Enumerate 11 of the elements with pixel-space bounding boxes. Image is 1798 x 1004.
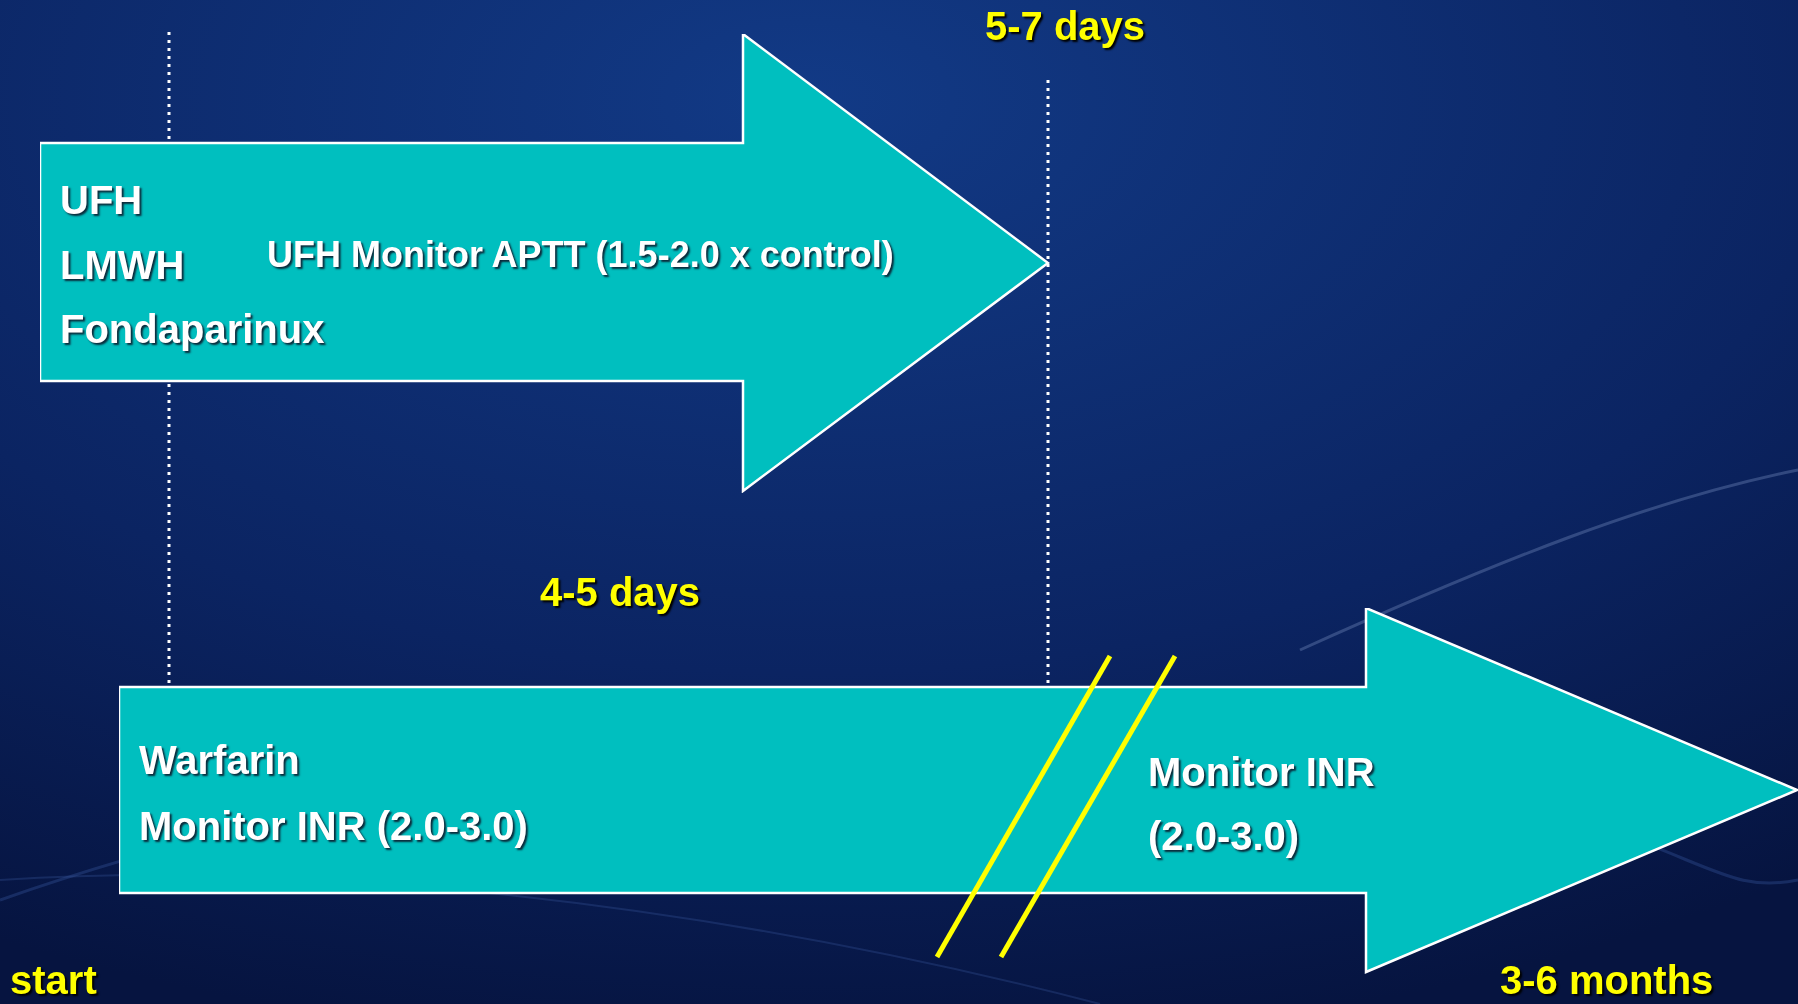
time-label: 3-6 months <box>1500 958 1714 1003</box>
arrow-text: LMWH <box>60 242 186 289</box>
arrow-text: UFH Monitor APTT (1.5-2.0 x control) <box>267 233 895 277</box>
arrow-text: Monitor INR (2.0-3.0) <box>139 803 529 850</box>
time-label: 4-5 days <box>540 570 701 615</box>
time-label: 5-7 days <box>985 4 1146 49</box>
time-label: start <box>10 958 97 1003</box>
arrow-text: Fondaparinux <box>60 306 326 353</box>
arrow-text: Warfarin <box>139 737 301 784</box>
arrow-text: UFH <box>60 177 144 224</box>
arrow-text: Monitor INR (2.0-3.0) <box>1148 749 1376 860</box>
